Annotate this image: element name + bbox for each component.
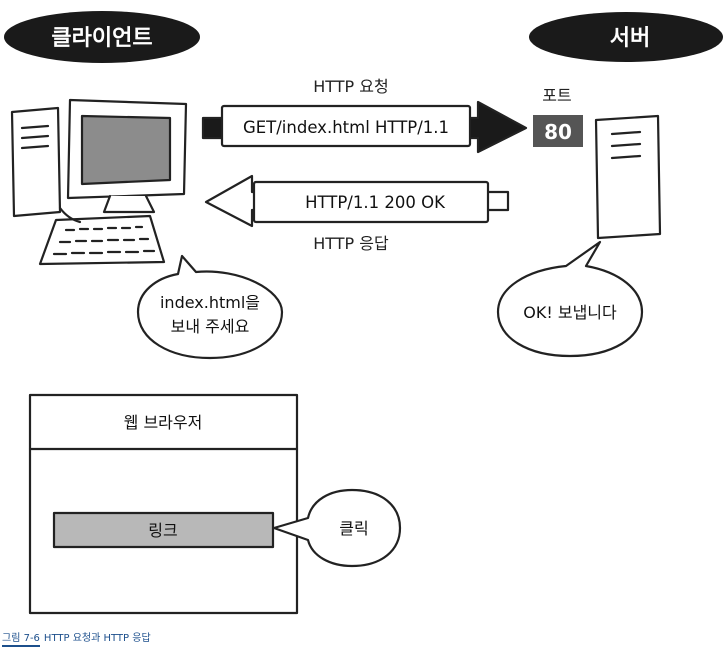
client-bubble-shape xyxy=(136,254,284,360)
client-bubble-line2: 보내 주세요 xyxy=(171,317,250,336)
browser-frame xyxy=(28,393,299,615)
server-slot-2 xyxy=(610,142,642,148)
figure-caption-text: HTTP 요청과 HTTP 응답 xyxy=(43,633,151,644)
response-arrow: HTTP/1.1 200 OK xyxy=(204,174,510,228)
server-slot-3 xyxy=(610,154,642,160)
client-computer-icon xyxy=(10,98,188,266)
client-pill: 클라이언트 xyxy=(4,11,200,63)
response-caption: HTTP 응답 xyxy=(313,234,389,253)
click-bubble-text: 클릭 xyxy=(339,519,368,538)
response-line: HTTP/1.1 200 OK xyxy=(305,193,446,212)
server-pill-shape xyxy=(529,12,723,62)
server-title: 서버 xyxy=(610,26,650,51)
response-line-box xyxy=(252,180,490,224)
request-line: GET/index.html HTTP/1.1 xyxy=(243,118,449,137)
request-arrow: GET/index.html HTTP/1.1 xyxy=(201,100,528,154)
client-title: 클라이언트 xyxy=(51,26,152,51)
client-speech-bubble: index.html을 보내 주세요 xyxy=(136,254,284,360)
monitor-screen xyxy=(80,114,172,186)
link-label[interactable]: 링크 xyxy=(148,521,177,540)
web-browser-window: 웹 브라우저 링크 xyxy=(28,393,299,615)
port-box xyxy=(533,115,583,147)
client-bubble-line1: index.html을 xyxy=(160,293,260,312)
tower-slot-2 xyxy=(20,134,50,140)
client-pill-shape xyxy=(4,11,200,63)
port-label: 포트 xyxy=(542,86,571,105)
request-caption: HTTP 요청 xyxy=(313,77,388,96)
tower-slot-1 xyxy=(20,124,50,130)
figure-number: 그림 7-6 xyxy=(2,629,40,647)
link-bar[interactable] xyxy=(52,511,275,549)
server-slot-1 xyxy=(610,130,642,136)
port-badge: 80 xyxy=(533,115,583,147)
server-speech-bubble: OK! 보냅니다 xyxy=(496,240,644,358)
click-speech-bubble: 클릭 xyxy=(272,488,402,568)
keyboard-cable xyxy=(58,206,82,224)
server-pill: 서버 xyxy=(529,12,723,62)
port-number: 80 xyxy=(544,120,572,144)
computer-tower xyxy=(10,106,62,218)
request-line-box xyxy=(220,104,472,148)
server-bubble-text: OK! 보냅니다 xyxy=(523,303,617,322)
server-bubble-shape xyxy=(496,240,644,358)
keyboard-keys xyxy=(52,225,156,256)
server-machine-icon xyxy=(594,114,662,240)
browser-title: 웹 브라우저 xyxy=(124,413,203,432)
tower-slot-3 xyxy=(20,144,50,150)
monitor-stand xyxy=(102,194,156,214)
server-tower xyxy=(594,114,662,240)
click-bubble-shape xyxy=(272,488,402,568)
